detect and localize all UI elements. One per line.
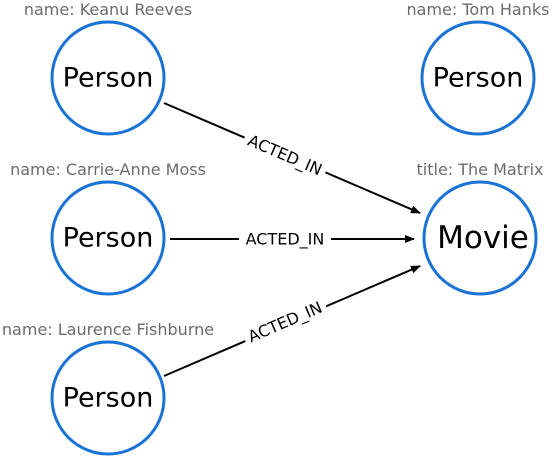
edge-carrie-acted-in-matrix: ACTED_IN xyxy=(170,228,415,250)
node-tom-hanks: name: Tom Hanks Person xyxy=(407,0,550,136)
node-the-matrix: title: The Matrix Movie xyxy=(417,160,544,296)
node-type-label: Person xyxy=(63,223,154,254)
node-property-label: name: Carrie-Anne Moss xyxy=(10,160,206,179)
edge-label-background xyxy=(240,294,330,350)
node-property-label: name: Laurence Fishburne xyxy=(2,320,214,339)
node-circle xyxy=(50,20,166,136)
node-type-label: Movie xyxy=(437,220,529,256)
node-property-label: title: The Matrix xyxy=(417,160,544,179)
node-circle xyxy=(422,180,538,296)
node-property-label: name: Keanu Reeves xyxy=(24,0,192,19)
node-property-label: name: Tom Hanks xyxy=(407,0,550,19)
node-type-label: Person xyxy=(63,383,154,414)
node-circle xyxy=(420,20,536,136)
edge-label-background xyxy=(239,228,331,250)
node-type-label: Person xyxy=(433,63,524,94)
edge-keanu-acted-in-matrix: ACTED_IN xyxy=(163,102,421,214)
node-keanu-reeves: name: Keanu Reeves Person xyxy=(24,0,192,136)
node-laurence-fishburne: name: Laurence Fishburne Person xyxy=(2,320,214,456)
node-circle xyxy=(50,180,166,296)
node-type-label: Person xyxy=(63,63,154,94)
node-circle xyxy=(50,340,166,456)
edge-label: ACTED_IN xyxy=(246,230,325,250)
node-carrie-anne-moss: name: Carrie-Anne Moss Person xyxy=(10,160,206,296)
edge-label-background xyxy=(240,127,330,183)
